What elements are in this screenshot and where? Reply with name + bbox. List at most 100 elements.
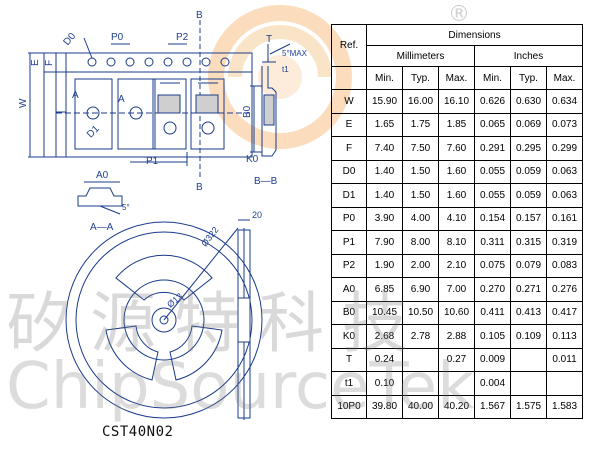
table-cell: 0.24 xyxy=(366,347,403,372)
table-cell: 0.157 xyxy=(510,206,547,231)
label-t1: t1 xyxy=(282,65,289,74)
label-k0: K0 xyxy=(246,154,259,165)
table-cell: 4.10 xyxy=(438,206,475,231)
table-cell: 7.00 xyxy=(438,277,475,302)
table-cell: 0.059 xyxy=(510,159,547,184)
sprocket-hole xyxy=(125,57,135,67)
table-cell: 0.113 xyxy=(546,324,583,349)
table-cell: 0.626 xyxy=(474,89,511,114)
table-cell: 0.009 xyxy=(474,347,511,372)
label-b-top: B xyxy=(196,10,203,21)
table-cell: 0.270 xyxy=(474,277,511,302)
table-cell: 0.083 xyxy=(546,253,583,278)
table-cell: 40.00 xyxy=(402,394,439,419)
table-cell: 40.20 xyxy=(438,394,475,419)
row-ref: B0 xyxy=(331,300,367,325)
table-cell: 1.40 xyxy=(366,183,403,208)
label-b-bottom: B xyxy=(196,182,203,193)
subheader-mm-typ: Typ. xyxy=(402,66,439,90)
table-cell: 0.271 xyxy=(510,277,547,302)
sprocket-hole xyxy=(182,57,192,67)
table-cell: 0.311 xyxy=(474,230,511,255)
subheader-in-typ: Typ. xyxy=(510,66,547,90)
table-cell: 1.583 xyxy=(546,394,583,419)
table-cell: 8.00 xyxy=(402,230,439,255)
inches-header: Inches xyxy=(474,45,583,67)
label-e: E xyxy=(30,59,41,66)
row-ref: W xyxy=(331,89,367,114)
label-p0: P0 xyxy=(111,32,124,43)
table-cell xyxy=(402,347,439,372)
table-cell: 2.88 xyxy=(438,324,475,349)
row-ref: P1 xyxy=(331,230,367,255)
empty-pocket xyxy=(117,78,156,150)
label-f: F xyxy=(44,60,55,66)
table-cell: 7.40 xyxy=(366,136,403,161)
subheader-in-min: Min. xyxy=(474,66,511,90)
registered-mark: ® xyxy=(448,2,470,27)
millimeters-header: Millimeters xyxy=(366,45,475,67)
table-cell: 1.85 xyxy=(438,112,475,137)
label-reel-width: 20 xyxy=(252,210,262,220)
table-cell: 0.411 xyxy=(474,300,511,325)
table-cell xyxy=(510,371,547,396)
table-cell: 1.75 xyxy=(402,112,439,137)
table-cell: 0.063 xyxy=(546,183,583,208)
table-cell: 2.10 xyxy=(438,253,475,278)
label-b0: B0 xyxy=(242,105,253,118)
table-cell: 0.634 xyxy=(546,89,583,114)
table-cell: 2.68 xyxy=(366,324,403,349)
table-cell: 1.60 xyxy=(438,159,475,184)
table-cell: 0.276 xyxy=(546,277,583,302)
table-cell: 1.50 xyxy=(402,159,439,184)
table-cell: 16.00 xyxy=(402,89,439,114)
table-cell: 7.60 xyxy=(438,136,475,161)
table-cell: 0.073 xyxy=(546,112,583,137)
table-cell: 0.055 xyxy=(474,183,511,208)
sprocket-hole xyxy=(87,57,97,67)
sprocket-hole xyxy=(163,57,173,67)
table-cell: 10.45 xyxy=(366,300,403,325)
row-ref: t1 xyxy=(331,371,367,396)
table-cell: 15.90 xyxy=(366,89,403,114)
dimensions-table: Ref. Dimensions Millimeters Inches Min. … xyxy=(331,24,583,419)
table-cell: 8.10 xyxy=(438,230,475,255)
table-cell: 0.315 xyxy=(510,230,547,255)
table-cell: 7.90 xyxy=(366,230,403,255)
table-cell: 0.630 xyxy=(510,89,547,114)
row-ref: E xyxy=(331,112,367,137)
table-cell: 0.063 xyxy=(546,159,583,184)
table-cell: 0.417 xyxy=(546,300,583,325)
table-cell: 2.78 xyxy=(402,324,439,349)
table-cell: 0.069 xyxy=(510,112,547,137)
row-ref: D0 xyxy=(331,159,367,184)
table-cell xyxy=(546,371,583,396)
table-cell: 6.90 xyxy=(402,277,439,302)
table-cell: 7.50 xyxy=(402,136,439,161)
table-cell: 0.075 xyxy=(474,253,511,278)
row-ref: F xyxy=(331,136,367,161)
sprocket-hole xyxy=(144,57,154,67)
table-cell: 16.10 xyxy=(438,89,475,114)
table-cell: 0.295 xyxy=(510,136,547,161)
label-d0: D0 xyxy=(62,31,79,48)
label-w: W xyxy=(18,98,29,108)
ref-header: Ref. xyxy=(331,24,367,67)
label-p1: P1 xyxy=(146,156,159,167)
label-pocket-angle: 5° xyxy=(122,203,130,212)
table-cell: 0.154 xyxy=(474,206,511,231)
table-cell: 0.161 xyxy=(546,206,583,231)
table-cell: 0.059 xyxy=(510,183,547,208)
label-a-left: A xyxy=(72,90,79,101)
